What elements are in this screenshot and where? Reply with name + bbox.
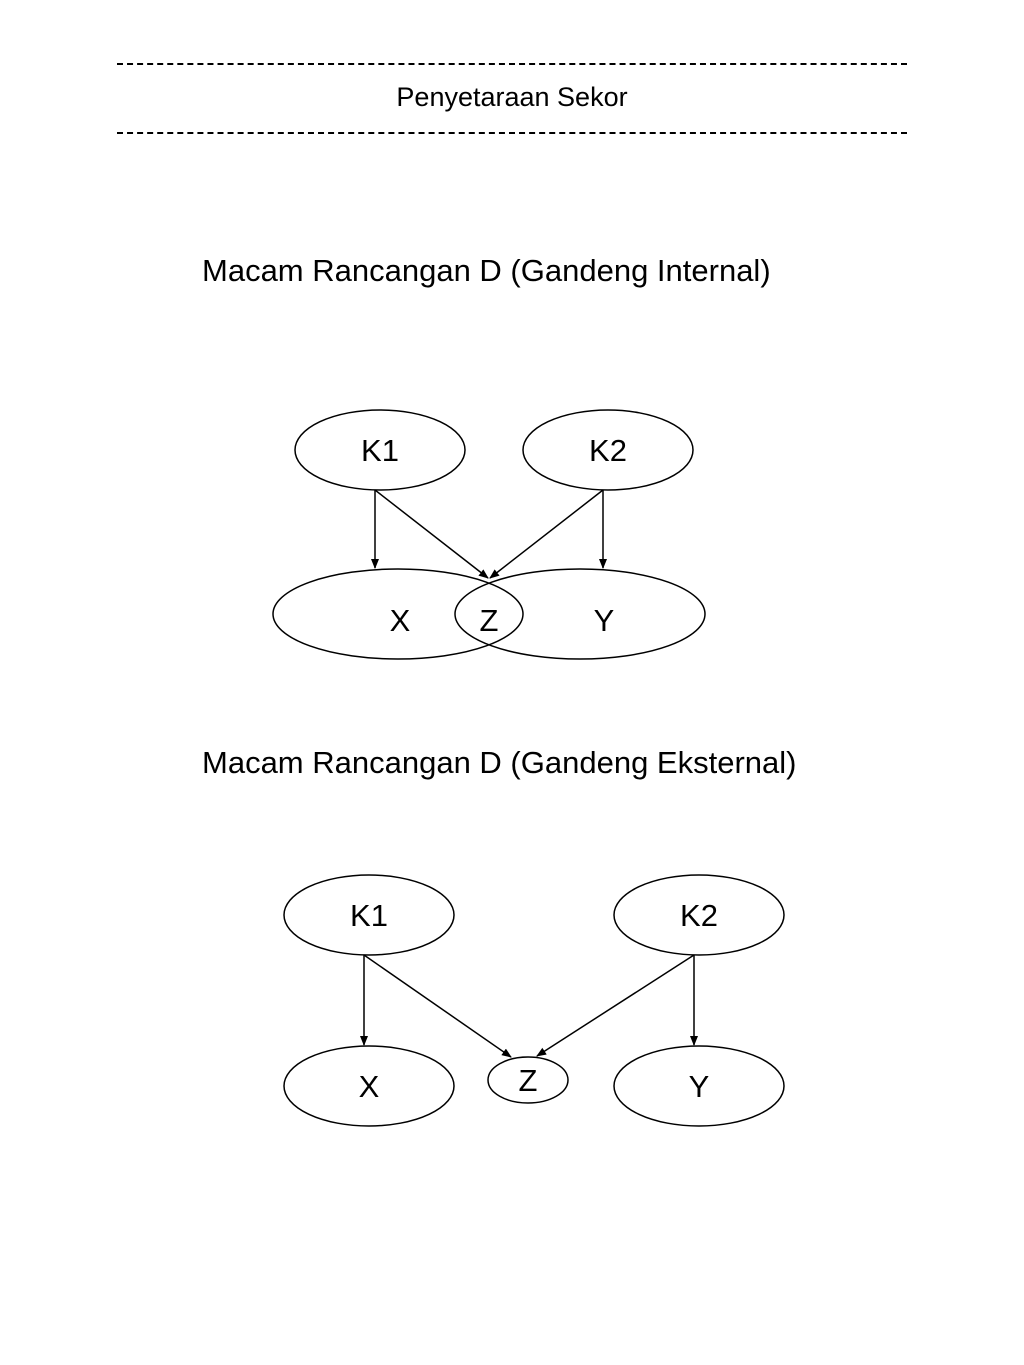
- k1-node: [294, 409, 466, 491]
- k2-node: [613, 874, 785, 956]
- external-design-title: Macam Rancangan D (Gandeng Eksternal): [202, 745, 797, 780]
- k1-to-z-arrow: [374, 489, 489, 579]
- z-label: Z: [519, 1063, 538, 1098]
- k2-label: K2: [680, 898, 718, 933]
- z-anchor-node: [487, 1056, 569, 1104]
- k2-node: [522, 409, 694, 491]
- k1-to-z-arrow: [363, 954, 512, 1058]
- internal-anchor-diagram: K1 K2 X Z Y: [272, 409, 706, 660]
- k2-label: K2: [589, 433, 627, 468]
- x-label: X: [390, 603, 411, 638]
- x-group-node: [272, 568, 524, 660]
- top-dashed-rule: [117, 63, 907, 65]
- k1-label: K1: [361, 433, 399, 468]
- k1-label: K1: [350, 898, 388, 933]
- k2-to-z-arrow: [489, 489, 604, 579]
- y-label: Y: [689, 1069, 710, 1104]
- internal-design-title: Macam Rancangan D (Gandeng Internal): [202, 253, 771, 288]
- k1-node: [283, 874, 455, 956]
- z-label: Z: [480, 603, 499, 638]
- page-header: Penyetaraan Sekor: [0, 0, 1024, 160]
- k2-to-z-arrow: [536, 954, 695, 1057]
- bottom-dashed-rule: [117, 132, 907, 134]
- external-anchor-diagram: K1 K2 X Z Y: [283, 874, 785, 1127]
- y-group-node: [613, 1045, 785, 1127]
- page-title: Penyetaraan Sekor: [396, 82, 628, 112]
- y-label: Y: [594, 603, 615, 638]
- y-group-node: [454, 568, 706, 660]
- x-group-node: [283, 1045, 455, 1127]
- x-label: X: [359, 1069, 380, 1104]
